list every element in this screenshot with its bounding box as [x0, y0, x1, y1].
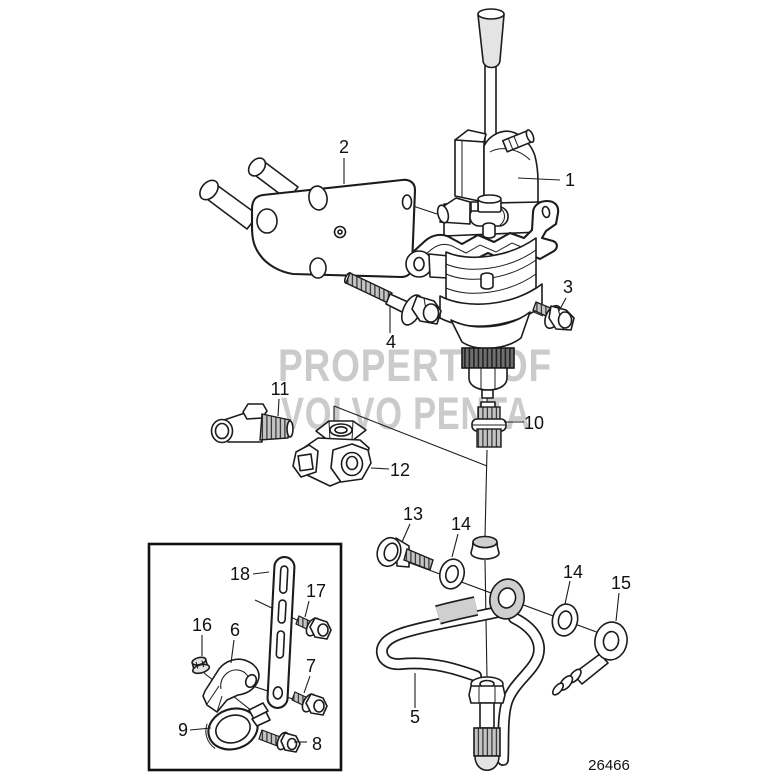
- callout-6: 6: [230, 620, 240, 640]
- callout-17: 17: [306, 581, 326, 601]
- callout-5: 5: [410, 707, 420, 727]
- callout-11: 11: [271, 379, 290, 399]
- callout-15: 15: [611, 573, 631, 593]
- callout-12: 12: [390, 460, 410, 480]
- bolt-4: [343, 272, 442, 326]
- callout-13: 13: [403, 504, 423, 524]
- bolt-7: [291, 691, 328, 716]
- callout-1: 1: [565, 170, 575, 190]
- pipe-end-connector: [468, 676, 506, 772]
- bolt-8: [258, 729, 301, 753]
- callout-18: 18: [230, 564, 250, 584]
- callout-4: 4: [386, 332, 396, 352]
- callout-3: 3: [563, 277, 573, 297]
- fuel-pipe-5: [375, 578, 545, 772]
- pump-nipple: [501, 129, 535, 153]
- callout-14-right: 14: [563, 562, 583, 582]
- bolt-17: [295, 615, 332, 640]
- callouts: 1 2 3 4 5 6 7 8 9 10 11 12 13 14 14 15 1…: [178, 137, 631, 754]
- strap-18: [266, 556, 296, 709]
- callout-10: 10: [524, 413, 544, 433]
- clamp-9: [205, 702, 271, 751]
- drawing-number: 26466: [588, 757, 630, 774]
- nut-16: [191, 656, 211, 675]
- tee-fitting-12: [292, 420, 372, 487]
- callout-9: 9: [178, 720, 188, 740]
- washer-14-right: [551, 603, 579, 637]
- mounting-bracket: [199, 157, 417, 279]
- banjo-fitting-15: [551, 621, 628, 696]
- protection-cap: [470, 535, 500, 560]
- callout-7: 7: [306, 656, 316, 676]
- bolt-3: [532, 301, 575, 331]
- callout-2: 2: [339, 137, 349, 157]
- washer-14-left: [438, 558, 466, 590]
- fitting-10: [471, 401, 507, 448]
- callout-16: 16: [192, 615, 212, 635]
- bracket-6: [202, 658, 260, 713]
- callout-8: 8: [312, 734, 322, 754]
- banjo-bolt-13: [376, 536, 434, 571]
- pump-assembly: [405, 8, 560, 399]
- leader-lines: [189, 158, 620, 743]
- elbow-fitting-11: [210, 403, 294, 444]
- callout-14-left: 14: [451, 514, 471, 534]
- pump-threaded-neck: [461, 347, 515, 369]
